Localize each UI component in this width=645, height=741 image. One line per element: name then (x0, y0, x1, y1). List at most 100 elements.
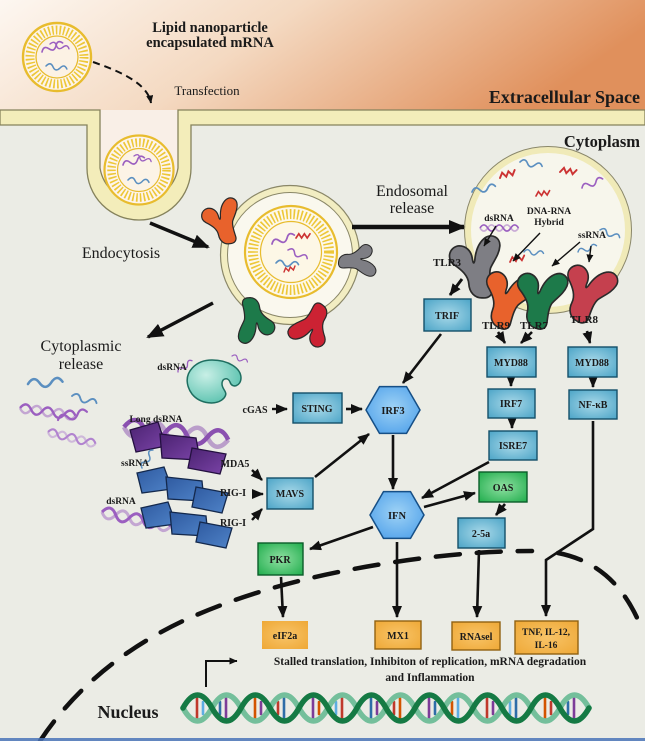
arrow-pkr-eif2a (277, 576, 288, 618)
dsrna2-label: dsRNA (106, 497, 136, 507)
nucleus-label: Nucleus (97, 702, 158, 722)
arrow-ssrna-tlr8 (586, 245, 594, 263)
free-lipid-nanoparticle (21, 21, 93, 93)
arrow-tlr3-trif (448, 278, 464, 296)
rigi-protein-2 (99, 501, 233, 549)
right-endosome (445, 146, 632, 333)
tlr9-label: TLR9 (482, 320, 511, 332)
arrow-ssrna-tlr7 (551, 241, 581, 267)
arrow-mavs-irf3 (314, 432, 370, 479)
tlr8-label: TLR8 (570, 314, 599, 326)
pkr-label: PKR (269, 555, 291, 566)
arrow-mda5-mavs (250, 468, 263, 481)
lnp-title-line1: Lipid nanoparticle (152, 20, 268, 36)
extracellular-background (0, 0, 645, 112)
arrow-rigi2-mavs (250, 508, 263, 521)
arrow-dsrna-tlr3 (483, 225, 497, 247)
ssrna-label: ssRNA (121, 459, 149, 469)
arrow-tlr7-myd88 (520, 331, 533, 344)
trif-label: TRIF (435, 311, 459, 322)
long-dsrna-label: Long dsRNA (129, 415, 182, 425)
arrow-nfkb-tnf (541, 421, 595, 617)
irf7-box (487, 388, 536, 419)
outcome-line2: and Inflammation (385, 672, 475, 684)
endosome-ssrna-label: ssRNA (578, 231, 606, 241)
mda5-protein (123, 419, 229, 475)
tlr3-label: TLR3 (433, 257, 462, 269)
transfection-label: Transfection (174, 83, 240, 98)
nuclear-envelope-right (555, 550, 644, 630)
eif2a-label: eIF2a (273, 631, 297, 642)
rigi1-label: RIG-I (220, 488, 246, 499)
myd88-left-label: MYD88 (494, 358, 528, 369)
arrow-ifn-oas (423, 491, 476, 509)
sting-box (292, 392, 343, 424)
tnf-box (514, 620, 579, 655)
arrow-oas-25a (494, 503, 507, 516)
25a-box (457, 517, 506, 549)
myd88-right-label: MYD88 (575, 358, 609, 369)
arrow-hybrid-tlr9 (512, 232, 541, 262)
rnasel-box (451, 621, 501, 651)
cgas-protein (175, 352, 249, 404)
extracellular-space-label: Extracellular Space (489, 87, 640, 107)
cgas-label: cGAS (243, 405, 268, 416)
lnp-title-line2: encapsulated mRNA (146, 35, 274, 51)
mavs-box (266, 477, 314, 510)
irf7-label: IRF7 (500, 399, 522, 410)
pit-lipid-nanoparticle (103, 134, 175, 206)
tnf-label-line2: IL-16 (535, 641, 558, 651)
nfkb-label: NF-κB (579, 400, 608, 411)
rigi2-label: RIG-I (220, 518, 246, 529)
dna-rna-hybrid-line2: Hybrid (534, 218, 564, 228)
myd88-right-box (567, 346, 618, 378)
nuclear-envelope-left (37, 548, 535, 741)
arrow-endocytosis (149, 221, 210, 249)
arrow-isre7-ifn (421, 460, 490, 500)
cytoplasm-label: Cytoplasm (564, 132, 640, 151)
mda5-label: MDA5 (221, 459, 250, 470)
bottom-border (0, 738, 645, 741)
eif2a-box (262, 621, 308, 649)
ifn-label: IFN (388, 511, 407, 522)
endosomal-release-line2: release (390, 200, 434, 217)
mx1-box (374, 620, 422, 650)
isre7-box (488, 430, 538, 461)
mx1-label: MX1 (387, 631, 409, 642)
rnasel-label: RNAsel (460, 632, 493, 643)
sting-label: STING (301, 404, 332, 415)
pkr-box (257, 542, 304, 576)
trif-box (423, 298, 472, 332)
cascade-nodes (257, 298, 618, 655)
arrow-cytoplasmic-release (146, 301, 214, 339)
arrow-25a-rnasel (472, 549, 483, 618)
arrow-ifn-pkr (309, 525, 374, 551)
endosomal-release-line1: Endosomal (376, 183, 449, 200)
tlr7-label: TLR7 (520, 320, 549, 332)
endocytosis-label: Endocytosis (82, 245, 160, 262)
left-endosome (198, 184, 380, 350)
ifn-hexagon (369, 490, 425, 540)
oas-label: OAS (493, 483, 514, 494)
endosome-dsrna-label: dsRNA (484, 214, 514, 224)
endosome-lnp (243, 204, 339, 300)
arrow-trif-irf3 (401, 333, 443, 384)
25a-label: 2-5a (472, 529, 490, 540)
nfkb-box (568, 389, 618, 420)
arrow-tlr9-myd88 (494, 331, 507, 344)
mavs-label: MAVS (276, 489, 305, 500)
myd88-left-box (486, 346, 537, 378)
cgas-dsrna-label: dsRNA (157, 363, 187, 373)
dna-helix (180, 692, 592, 724)
dna-rna-hybrid-line1: DNA-RNA (527, 207, 571, 217)
arrow-dna-outcome (205, 657, 238, 687)
irf3-hexagon (365, 385, 421, 435)
cytoplasmic-release-line2: release (59, 356, 103, 373)
isre7-label: ISRE7 (499, 441, 527, 452)
irf3-label: IRF3 (381, 406, 404, 417)
rigi-protein-1 (136, 447, 229, 514)
cytoplasmic-release-line1: Cytoplasmic (41, 338, 122, 355)
arrow-tlr8-myd88 (582, 330, 593, 344)
